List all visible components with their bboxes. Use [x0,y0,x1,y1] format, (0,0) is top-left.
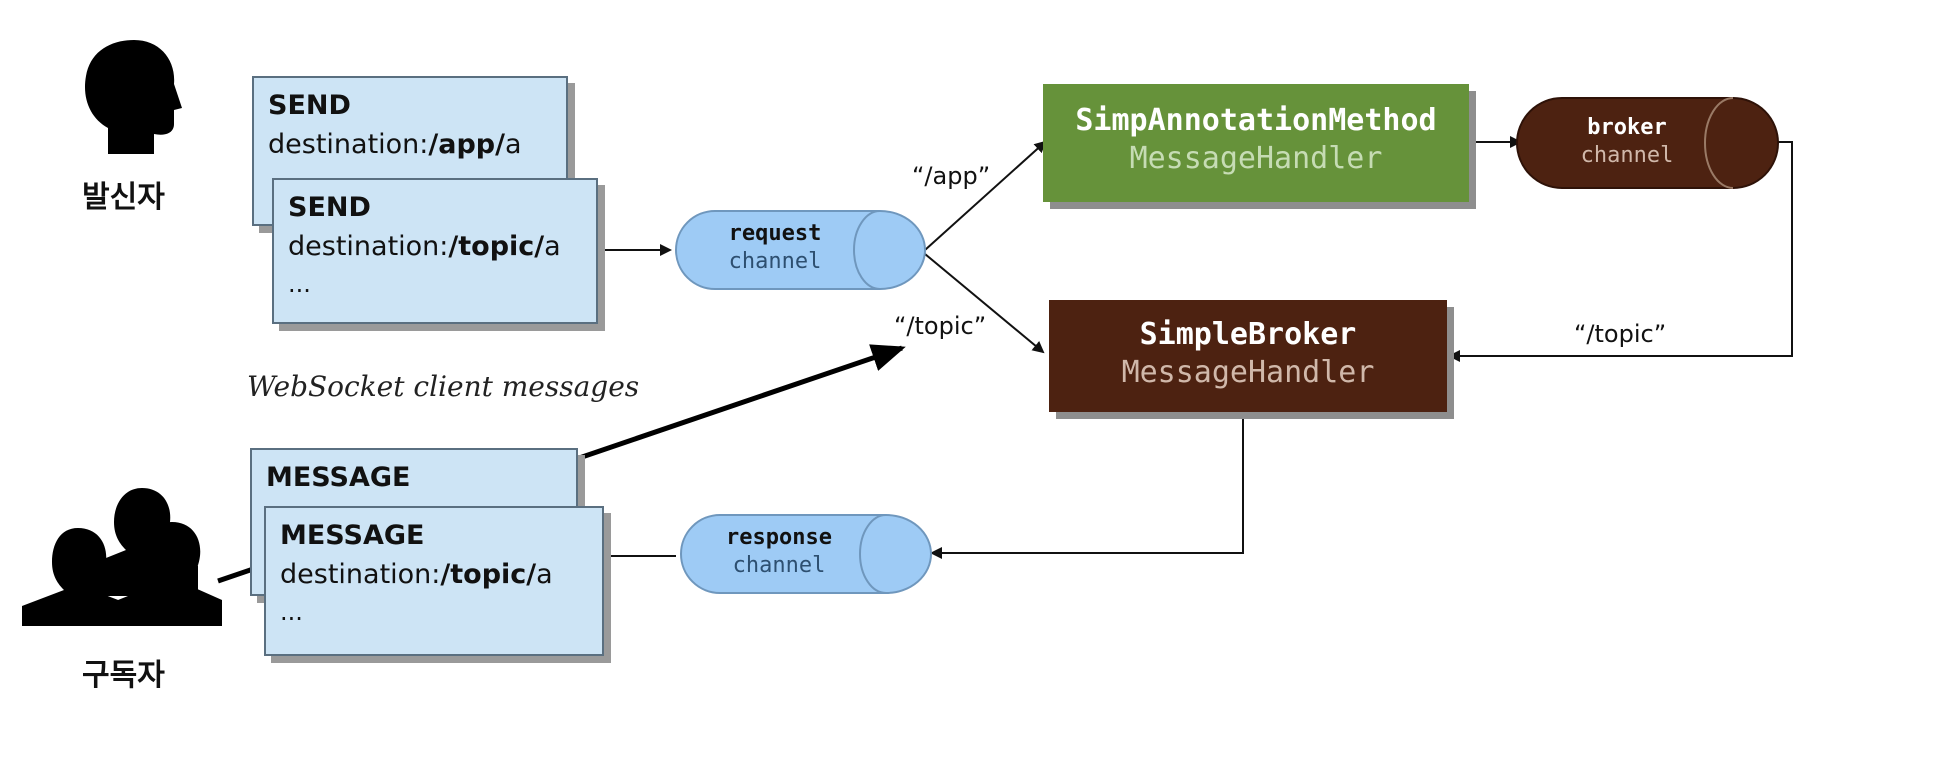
message-command: MESSAGE [280,520,425,551]
message-destination-topic: destination:/topic/a [280,559,553,590]
send-more-ellipsis: ... [288,270,311,298]
send-destination-topic: destination:/topic/a [288,231,561,262]
send-destination-app: destination:/app/a [268,129,522,160]
broker-channel-shape [1516,97,1779,189]
subscriber-label: 구독자 [82,658,165,693]
message-more-ellipsis: ... [280,598,303,626]
arrow-request-to-simplebroker [924,253,1045,354]
arrow-request-to-annotation [924,140,1047,251]
send-command: SEND [268,90,351,121]
arrow-broker-to-simplebroker [1448,141,1793,362]
simple-broker-message-handler: SimpleBroker MessageHandler [1049,300,1447,412]
request-channel-shape [675,210,926,290]
group-of-people-icon [22,488,222,626]
message-command: MESSAGE [266,462,411,493]
sender-label: 발신자 [82,180,165,215]
send-message-card-topic: SEND destination:/topic/a ... [272,178,598,324]
simp-annotation-method-handler: SimpAnnotationMethod MessageHandler [1043,84,1469,202]
route-label-broker-topic: “/topic” [1574,320,1667,348]
person-head-icon [84,40,182,154]
send-command: SEND [288,192,371,223]
arrow-simplebroker-to-response [930,412,1244,559]
message-card-topic: MESSAGE destination:/topic/a ... [264,506,604,656]
response-channel-shape [680,514,932,594]
route-label-topic: “/topic” [894,312,987,340]
client-messages-caption: WebSocket client messages [247,370,640,403]
route-label-app: “/app” [912,162,991,190]
